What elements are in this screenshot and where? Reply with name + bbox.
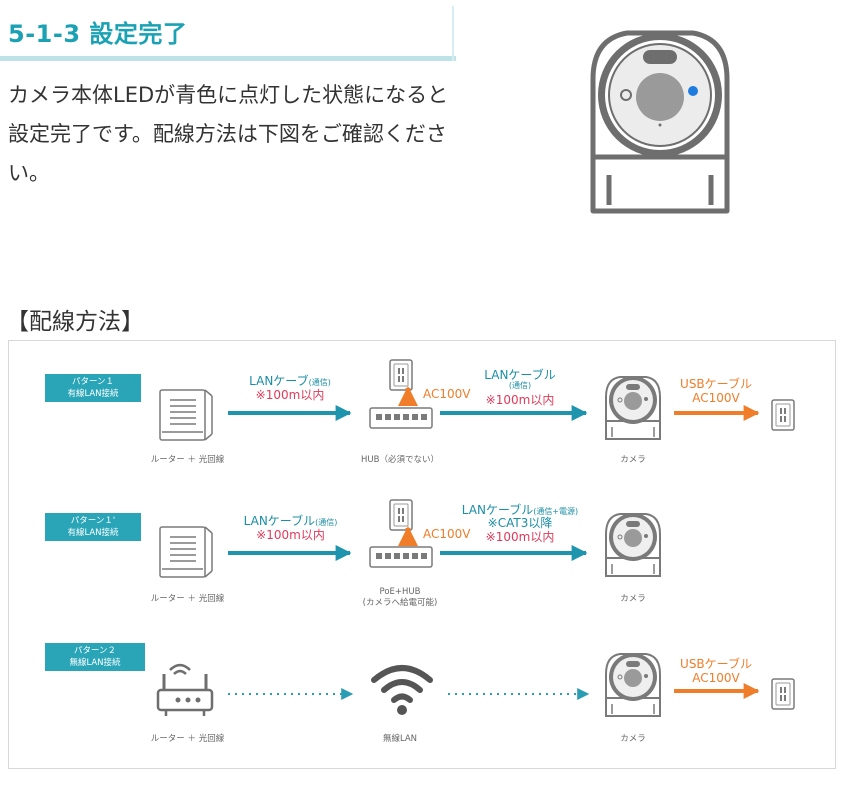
wiring-diagram: [8, 340, 836, 769]
outlet-icon: [771, 399, 795, 431]
router-caption: ルーター ＋ 光回線: [150, 594, 225, 604]
wifi-caption: 無線LAN: [382, 734, 418, 744]
camera-led-illustration: [590, 30, 730, 214]
pattern-1-badge: パターン１ 有線LAN接続: [45, 374, 141, 402]
camera-body-outline: [590, 30, 730, 214]
link-label: LANケーブル: [484, 368, 556, 382]
hub-ac-label: AC100V: [423, 387, 471, 401]
title-underline: [0, 6, 456, 61]
outlet-icon: [771, 678, 795, 710]
link-length: ※100m以内: [485, 393, 555, 407]
router-caption: ルーター ＋ 光回線: [150, 455, 225, 465]
usb-voltage: AC100V: [692, 391, 740, 405]
usb-label: USBケーブル: [680, 657, 752, 671]
camera-light-bar: [643, 50, 677, 64]
camera-mic: [658, 123, 662, 127]
camera-lens: [636, 73, 684, 121]
camera-caption: カメラ: [620, 594, 646, 604]
hub-caption: HUB（必須でない）: [361, 455, 439, 465]
pattern-1b-badge: パターン１' 有線LAN接続: [45, 513, 141, 541]
outlet-icon: [389, 499, 413, 531]
router-icon: [159, 389, 213, 441]
section-title: 5-1-3 設定完了: [8, 20, 188, 48]
intro-text: カメラ本体LEDが青色に点灯した状態になると設定完了です。配線方法は下図をご確認…: [8, 83, 449, 185]
poe-hub-caption: PoE+HUB (カメラへ給電可能): [362, 587, 438, 608]
camera-icon: [605, 652, 661, 717]
link-cat-note: ※CAT3以降: [487, 516, 553, 530]
camera-sensor: [620, 89, 632, 101]
link-label: LANケーブ(通信): [249, 374, 331, 388]
usb-voltage: AC100V: [692, 671, 740, 685]
outlet-icon: [389, 359, 413, 391]
camera-icon: [605, 512, 661, 577]
router-icon: [159, 526, 213, 578]
hub-ac-label: AC100V: [423, 527, 471, 541]
wifi-icon: [371, 665, 433, 715]
link-note: (通信): [508, 381, 532, 390]
poe-hub-icon: [369, 546, 433, 568]
link-length: ※100m以内: [485, 530, 555, 544]
router-caption: ルーター ＋ 光回線: [150, 734, 225, 744]
hub-icon: [369, 407, 433, 429]
link-label: LANケーブル(通信+電源): [461, 503, 579, 517]
link-label: LANケーブル(通信): [243, 514, 338, 528]
link-length: ※100m以内: [256, 528, 325, 542]
wifi-router-icon: [156, 663, 214, 716]
led-blue-icon: [688, 86, 698, 96]
wiring-heading: 【配線方法】: [6, 309, 144, 335]
camera-caption: カメラ: [620, 455, 646, 465]
link-length: ※100m以内: [255, 388, 325, 402]
pattern-2-badge: パターン２ 無線LAN接続: [45, 643, 145, 671]
usb-label: USBケーブル: [680, 377, 752, 391]
camera-head: [598, 33, 722, 157]
camera-icon: [605, 375, 661, 440]
camera-caption: カメラ: [620, 734, 646, 744]
